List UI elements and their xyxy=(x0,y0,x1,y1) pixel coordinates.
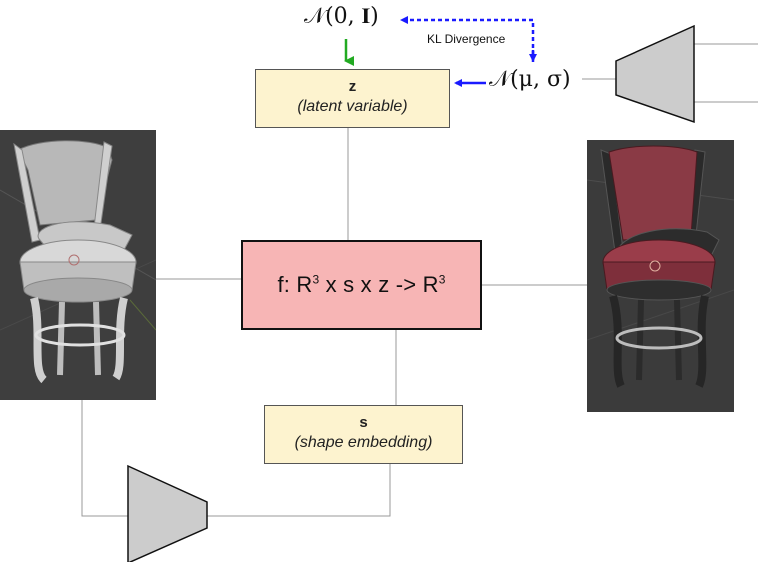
shape-description: (shape embedding) xyxy=(294,434,433,451)
output-chair-image xyxy=(587,140,734,412)
latent-symbol: z xyxy=(348,78,357,95)
latent-variable-box: z (latent variable) xyxy=(255,69,450,128)
shape-encoder-trapezoid xyxy=(127,464,208,562)
kl-divergence-label: KL Divergence xyxy=(424,32,509,46)
posterior-distribution-label: 𝒩(μ, σ) xyxy=(489,67,571,92)
function-label: f: R3 x s x z -> R3 xyxy=(277,272,446,297)
connector-input-to-encoder xyxy=(81,400,128,517)
posterior-encoder-trapezoid xyxy=(615,24,695,124)
textured-chair-illustration xyxy=(587,140,734,412)
shape-symbol: s xyxy=(359,414,368,431)
input-chair-image xyxy=(0,130,156,400)
latent-description: (latent variable) xyxy=(297,98,408,115)
connector-encoder-to-s xyxy=(207,464,391,517)
connector-lines xyxy=(81,43,758,517)
shape-embedding-box: s (shape embedding) xyxy=(264,405,463,464)
prior-distribution-label: 𝒩(0, 𝐈) xyxy=(304,4,379,29)
grey-chair-illustration xyxy=(0,130,156,400)
function-box: f: R3 x s x z -> R3 xyxy=(241,240,482,330)
kl-divergence-arrow xyxy=(400,16,535,62)
